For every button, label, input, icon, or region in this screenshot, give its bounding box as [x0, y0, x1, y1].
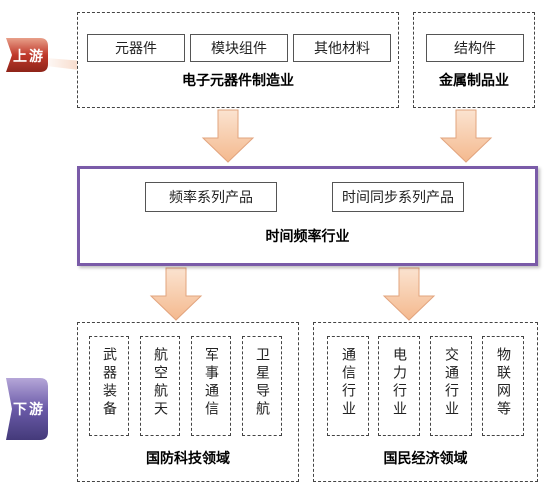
aerospace-item: 航空航天: [140, 336, 180, 436]
arrow-electronics-to-core: [201, 109, 255, 163]
power-item: 电力行业: [378, 336, 420, 436]
upstream-badge-shape: [6, 38, 48, 72]
upstream-label: 上游: [13, 49, 45, 65]
module-item: 模块组件: [190, 34, 288, 62]
downstream-defense-title: 国防科技领域: [146, 451, 230, 467]
downstream-label: 下游: [13, 402, 45, 418]
downstream-economy-title: 国民经济领域: [383, 451, 468, 467]
upstream-metal-title: 金属制品业: [439, 73, 509, 89]
satellite-nav-item: 卫星导航: [242, 336, 282, 436]
core-industry-box: [77, 166, 538, 266]
iot-item: 物联网等: [482, 336, 524, 436]
transport-item: 交通行业: [430, 336, 472, 436]
core-industry-title: 时间频率行业: [265, 229, 350, 245]
downstream-badge-shape: [6, 378, 48, 440]
arrow-core-to-economy: [382, 267, 436, 321]
structural-part-item: 结构件: [426, 34, 524, 62]
frequency-product-item: 频率系列产品: [145, 182, 277, 212]
military-comm-item: 军事通信: [191, 336, 231, 436]
arrow-core-to-defense: [149, 267, 203, 321]
upstream-electronics-title: 电子元器件制造业: [182, 73, 294, 89]
component-item: 元器件: [87, 34, 185, 62]
time-sync-product-item: 时间同步系列产品: [332, 182, 464, 212]
telecom-item: 通信行业: [327, 336, 369, 436]
other-material-item: 其他材料: [293, 34, 391, 62]
weapons-item: 武器装备: [89, 336, 129, 436]
arrow-metal-to-core: [439, 109, 493, 163]
